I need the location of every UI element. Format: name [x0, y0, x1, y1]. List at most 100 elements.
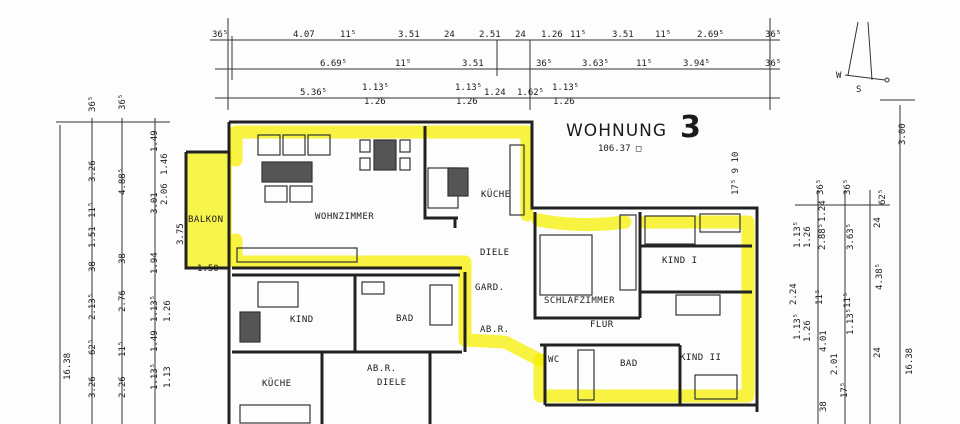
- dimension-label-right-12: 11⁵: [815, 289, 825, 305]
- dimension-label-left-12: 2.76: [118, 290, 128, 312]
- dimension-label-top3-2: 1.26: [364, 97, 386, 107]
- dimension-label-top3-7: 1.13⁵: [552, 83, 579, 93]
- dimension-label-left-19: 1.94: [150, 252, 160, 274]
- room-label-abr: AB.R.: [480, 325, 510, 335]
- room-label-schlafzimmer: SCHLAFZIMMER: [544, 296, 615, 306]
- dimension-label-right-18: 2.01: [830, 353, 840, 375]
- dimension-label-right-11: 2.24: [789, 283, 799, 305]
- dimension-label-left-9: 36⁵: [118, 94, 128, 110]
- dimension-label-top1-4: 24: [444, 30, 455, 40]
- dimension-label-top2-5: 11⁵: [636, 59, 652, 69]
- dimension-label-left-4: 38: [88, 261, 98, 272]
- dimension-label-right-7: 1.26: [803, 226, 813, 248]
- dimension-label-left-15: 1.49: [150, 130, 160, 152]
- dimension-label-top2-7: 36⁵: [765, 59, 781, 69]
- dimension-label-top1-5: 2.51: [479, 30, 501, 40]
- dimension-label-top1-3: 3.51: [398, 30, 420, 40]
- dimension-lines: [56, 18, 915, 424]
- furniture: [236, 134, 741, 424]
- dimension-label-left-24: 1.13: [163, 366, 173, 388]
- dimension-label-right-19: 24: [873, 347, 883, 358]
- room-label-flur: FLUR: [590, 320, 614, 330]
- dimension-label-right-9: 3.63⁵: [846, 223, 856, 250]
- dimension-label-right-10: 4.38⁵: [875, 263, 885, 290]
- balkon-highlight: [186, 152, 232, 268]
- dimension-label-top1-12: 36⁵: [765, 30, 781, 40]
- room-label-wc: WC: [548, 355, 560, 365]
- apartment-area: 106.37 □: [598, 144, 642, 154]
- room-label-kind-1: KIND I: [662, 256, 698, 266]
- apartment-title: WOHNUNG: [566, 121, 667, 141]
- dimension-label-left-16: 1.46: [160, 153, 170, 175]
- dimension-label-left-2: 11⁵: [88, 202, 98, 218]
- dimension-label-right-17: 1.13⁵: [846, 308, 856, 335]
- dimension-label-left-6: 62⁵: [88, 339, 98, 355]
- room-label-kueche-lower: KÜCHE: [262, 378, 292, 389]
- dimension-label-left-0: 36⁵: [88, 96, 98, 112]
- room-label-bad-lower: BAD: [396, 314, 414, 324]
- dimension-label-left-1: 3.26: [88, 160, 98, 182]
- dimension-label-top2-0: 6.69⁵: [320, 59, 347, 69]
- north-arrow-icon: W S: [836, 21, 890, 95]
- dimension-label-right-2: 36⁵: [843, 179, 853, 195]
- dimension-label-top2-4: 3.63⁵: [582, 59, 609, 69]
- room-label-balkon: BALKON: [188, 215, 224, 225]
- dimension-label-top1-1: 4.07: [293, 30, 315, 40]
- dimension-label-top1-7: 1.26: [541, 30, 563, 40]
- dimension-label-right-13: 11⁵: [843, 292, 853, 308]
- room-label-gard: GARD.: [475, 283, 505, 293]
- dimension-label-left-3: 1.51: [88, 226, 98, 248]
- compass-south: S: [856, 85, 861, 95]
- dimension-label-right-16: 4.01: [819, 330, 829, 352]
- dimension-label-top1-2: 11⁵: [340, 30, 356, 40]
- compass-west: W: [836, 71, 842, 81]
- dimension-label-top2-6: 3.94⁵: [683, 59, 710, 69]
- dimension-label-left-8: 16.38: [63, 353, 73, 380]
- room-label-diele-lower: DIELE: [377, 378, 407, 388]
- dimension-label-top3-6: 1.62⁵: [517, 88, 544, 98]
- dimension-label-top3-5: 1.24: [484, 88, 506, 98]
- dimension-label-right-15: 1.26: [803, 320, 813, 342]
- dimension-label-right-5: 24: [873, 217, 883, 228]
- dimension-label-left-11: 38: [118, 253, 128, 264]
- dimension-label-top3-4: 1.26: [456, 97, 478, 107]
- room-label-abr-lower: AB.R.: [367, 364, 397, 374]
- room-label-kueche: KÜCHE: [481, 189, 511, 200]
- dimension-label-left-10: 4.88⁵: [118, 168, 128, 195]
- dimension-label-top1-10: 11⁵: [655, 30, 671, 40]
- dimension-label-right-21: 17⁵: [840, 382, 850, 398]
- dimension-label-right-4: 1.24: [818, 200, 828, 222]
- dimension-label-left-5: 2.13⁵: [88, 293, 98, 320]
- room-label-kind-lower: KIND: [290, 315, 314, 325]
- dimension-label-top1-8: 11⁵: [570, 30, 586, 40]
- dimension-label-top1-9: 3.51: [612, 30, 634, 40]
- dimension-label-top2-3: 36⁵: [536, 59, 552, 69]
- dimension-label-top1-11: 2.69⁵: [697, 30, 724, 40]
- dimension-label-left-14: 2.26: [118, 376, 128, 398]
- room-label-bad: BAD: [620, 359, 638, 369]
- dimension-label-right-8: 2.88⁵: [818, 223, 828, 250]
- dimension-label-right-14: 1.13⁵: [793, 313, 803, 340]
- dimension-label-top1-6: 24: [515, 30, 526, 40]
- room-label-wohnzimmer: WOHNZIMMER: [315, 212, 374, 222]
- dimension-label-right-20: 16.38: [905, 348, 915, 375]
- dimension-label-left-21: 1.26: [163, 300, 173, 322]
- dimension-label-top1-0: 36⁵: [212, 30, 228, 40]
- dimension-label-top2-1: 11⁵: [395, 59, 411, 69]
- room-label-diele: DIELE: [480, 248, 510, 258]
- dimension-label-right-22: 38: [819, 401, 829, 412]
- dimension-label-top3-0: 5.36⁵: [300, 88, 327, 98]
- dimension-label-right-1: 36⁵: [816, 179, 826, 195]
- apartment-number: 3: [680, 110, 701, 145]
- dimension-label-right-6: 1.13⁵: [793, 221, 803, 248]
- dimension-label-left-20: 1.13⁵: [150, 295, 160, 322]
- dimension-label-left-13: 11⁵: [118, 341, 128, 357]
- dimension-label-left-26: 1.50: [197, 264, 219, 274]
- dimension-label-left-22: 1.49: [150, 330, 160, 352]
- dimension-label-left-18: 3.01: [150, 192, 160, 214]
- dimension-label-top3-3: 1.13⁵: [455, 83, 482, 93]
- dimension-label-top3-8: 1.26: [553, 97, 575, 107]
- dimension-label-right-0: 3.00: [898, 123, 908, 145]
